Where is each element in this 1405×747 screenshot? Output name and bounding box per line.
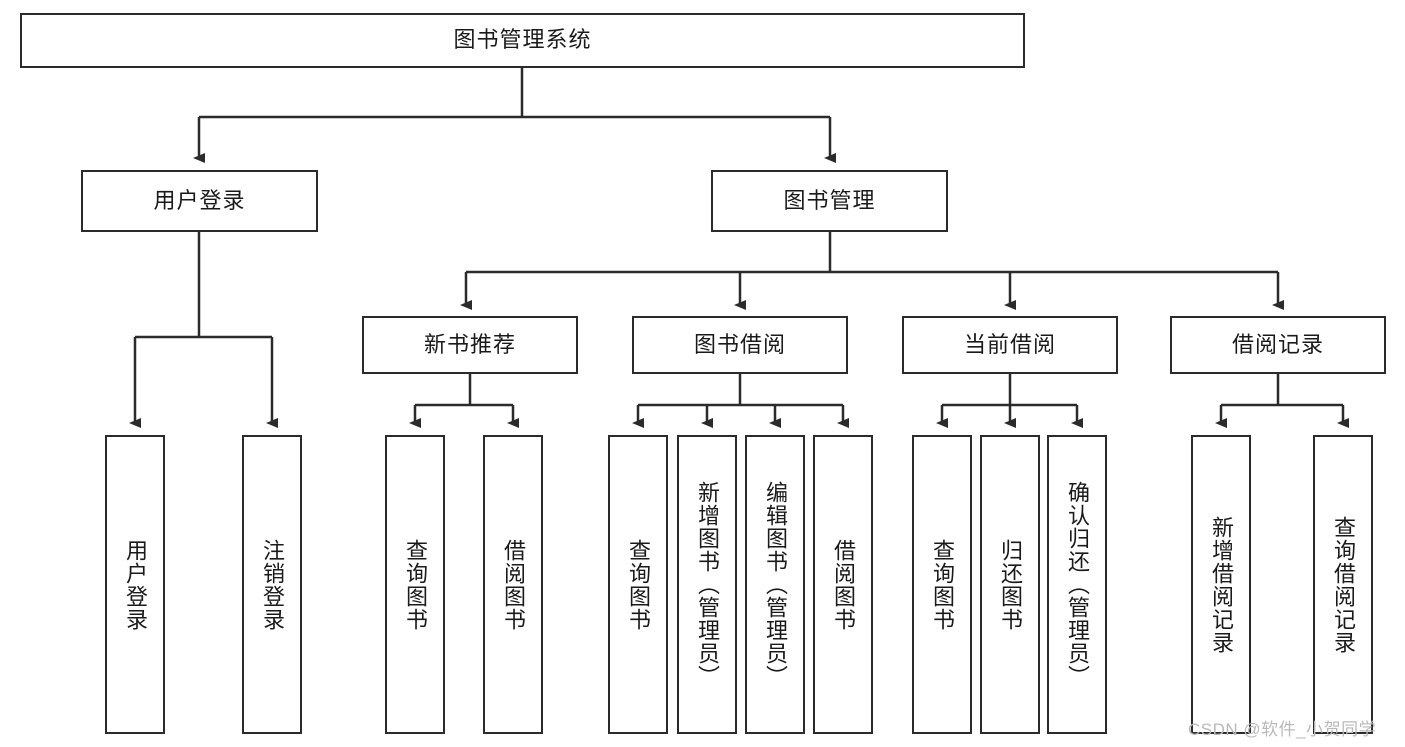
leaf-borrow-record-add[interactable]: 新增借阅记录 bbox=[1191, 435, 1251, 734]
node-label: 确认归还（管理员） bbox=[1064, 481, 1090, 688]
node-borrow-record[interactable]: 借阅记录 bbox=[1170, 316, 1386, 374]
node-label: 编辑图书（管理员） bbox=[762, 481, 788, 688]
node-label: 图书借阅 bbox=[693, 331, 786, 357]
node-label: 借阅记录 bbox=[1231, 331, 1324, 357]
node-label: 注销登录 bbox=[259, 538, 285, 631]
node-label: 当前借阅 bbox=[963, 331, 1056, 357]
node-label: 图书管理系统 bbox=[453, 27, 592, 53]
node-book-management[interactable]: 图书管理 bbox=[711, 170, 948, 232]
leaf-borrow-record-query[interactable]: 查询借阅记录 bbox=[1313, 435, 1373, 734]
node-label: 借阅图书 bbox=[830, 538, 856, 631]
node-label: 图书管理 bbox=[783, 187, 876, 213]
leaf-new-book-borrow[interactable]: 借阅图书 bbox=[483, 435, 543, 734]
node-label: 查询借阅记录 bbox=[1330, 515, 1356, 654]
leaf-user-login-login[interactable]: 用户登录 bbox=[105, 435, 165, 734]
node-label: 用户登录 bbox=[122, 538, 148, 631]
node-user-login[interactable]: 用户登录 bbox=[81, 170, 318, 232]
leaf-book-borrow-add-admin[interactable]: 新增图书（管理员） bbox=[677, 435, 737, 734]
node-label: 查询图书 bbox=[402, 538, 428, 631]
node-root-book-management-system[interactable]: 图书管理系统 bbox=[20, 13, 1025, 68]
node-label: 借阅图书 bbox=[500, 538, 526, 631]
node-label: 查询图书 bbox=[625, 538, 651, 631]
node-current-borrow[interactable]: 当前借阅 bbox=[902, 316, 1118, 374]
node-label: 用户登录 bbox=[153, 187, 246, 213]
leaf-user-login-logout[interactable]: 注销登录 bbox=[242, 435, 302, 734]
node-label: 查询图书 bbox=[929, 538, 955, 631]
leaf-book-borrow-edit-admin[interactable]: 编辑图书（管理员） bbox=[745, 435, 805, 734]
leaf-new-book-query[interactable]: 查询图书 bbox=[385, 435, 445, 734]
node-label: 新增图书（管理员） bbox=[694, 481, 720, 688]
node-book-borrow[interactable]: 图书借阅 bbox=[632, 316, 848, 374]
leaf-current-borrow-confirm-admin[interactable]: 确认归还（管理员） bbox=[1047, 435, 1107, 734]
leaf-book-borrow-borrow[interactable]: 借阅图书 bbox=[813, 435, 873, 734]
leaf-current-borrow-query[interactable]: 查询图书 bbox=[912, 435, 972, 734]
csdn-watermark: CSDN @软件_小贺同学 bbox=[1188, 720, 1377, 739]
node-label: 归还图书 bbox=[997, 538, 1023, 631]
node-label: 新书推荐 bbox=[423, 331, 516, 357]
leaf-book-borrow-query[interactable]: 查询图书 bbox=[608, 435, 668, 734]
node-new-book-recommend[interactable]: 新书推荐 bbox=[362, 316, 578, 374]
leaf-current-borrow-return[interactable]: 归还图书 bbox=[980, 435, 1040, 734]
node-label: 新增借阅记录 bbox=[1208, 515, 1234, 654]
